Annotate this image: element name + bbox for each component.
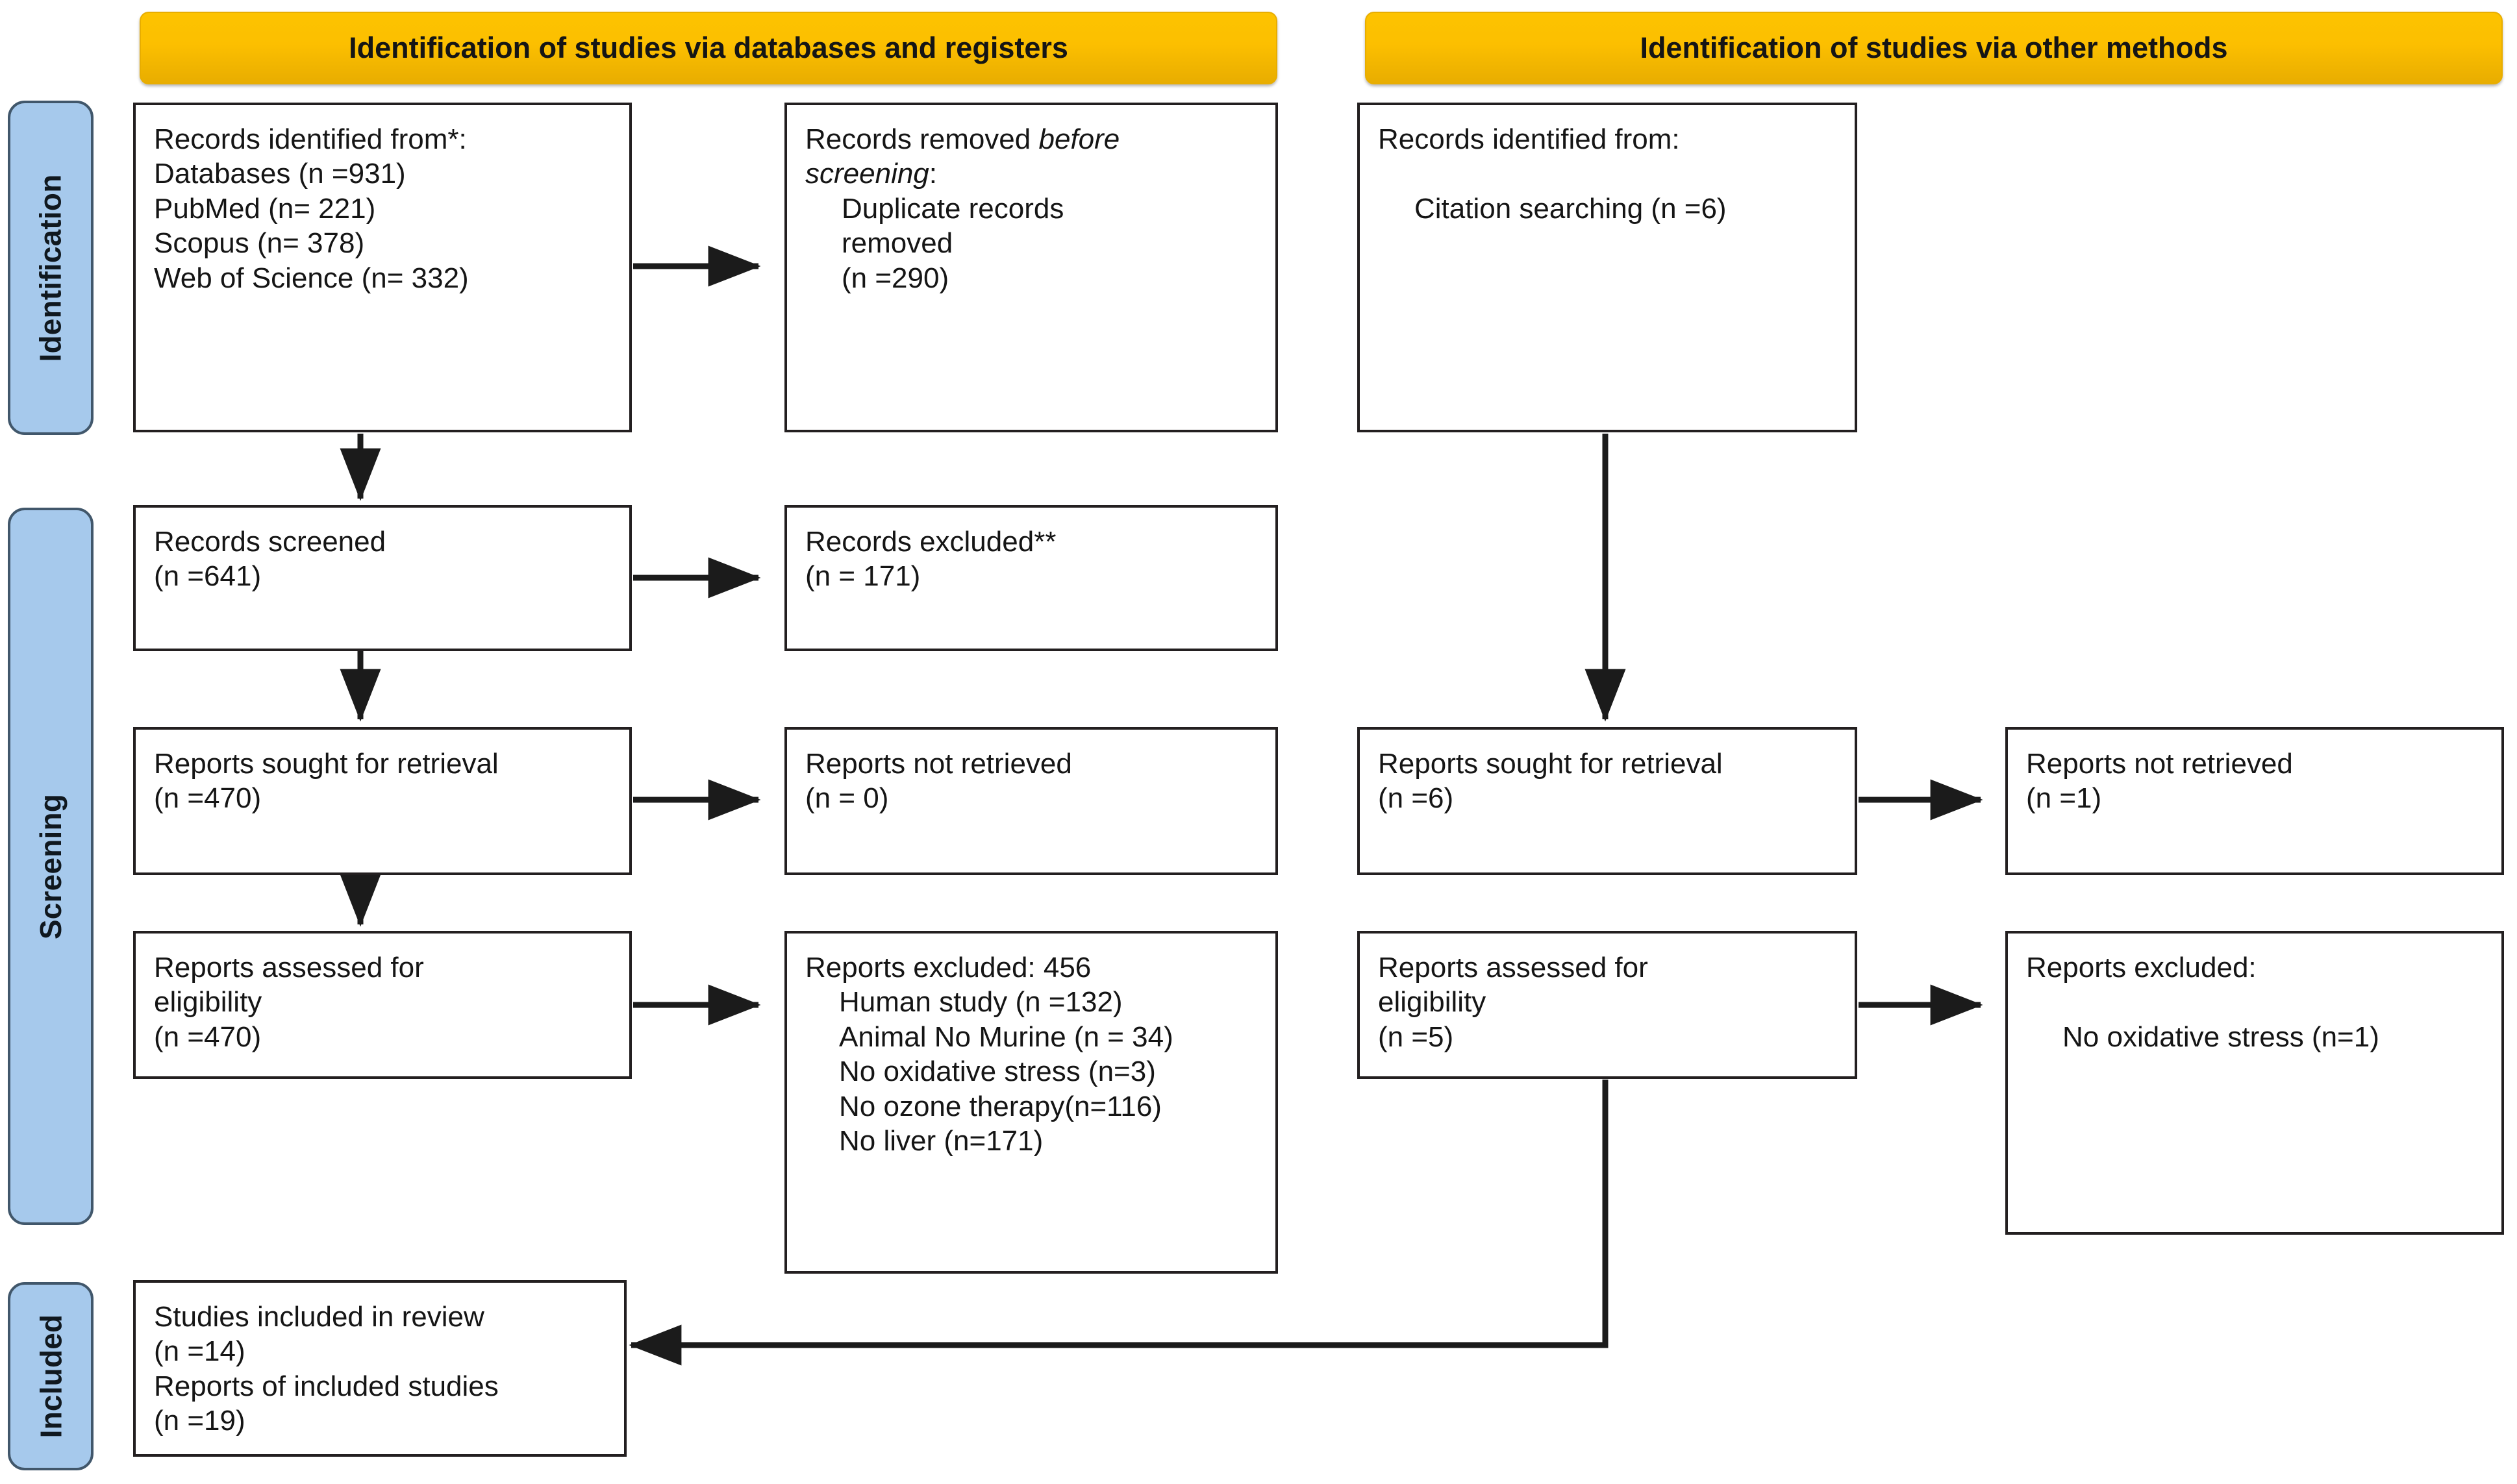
other-reports-excluded-spacer <box>2026 985 2483 1019</box>
records-removed-heading-line-1: Records removed before <box>805 122 1257 156</box>
records-excluded-line-2: (n = 171) <box>805 560 921 593</box>
banner-databases-and-registers: Identification of studies via databases … <box>140 12 1277 84</box>
box-reports-sought-databases: Reports sought for retrieval (n =470) <box>133 727 632 875</box>
reports-excluded-heading: Reports excluded: 456 <box>805 952 1092 983</box>
reports-excluded-reason-3: No oxidative stress (n=3) <box>839 1056 1156 1088</box>
box-records-excluded: Records excluded** (n = 171) <box>784 505 1278 651</box>
records-removed-line-1: Duplicate records <box>842 192 1064 225</box>
other-reports-sought-line-2: (n =6) <box>1378 782 1454 815</box>
banner-other-methods-label: Identification of studies via other meth… <box>1640 31 2228 64</box>
other-reports-excluded-reason-1: No oxidative stress (n=1) <box>2062 1020 2379 1053</box>
reports-sought-line-2: (n =470) <box>154 782 262 815</box>
box-reports-sought-other: Reports sought for retrieval (n =6) <box>1357 727 1857 875</box>
studies-included-line-1: Studies included in review <box>154 1301 484 1333</box>
reports-excluded-reason-1: Human study (n =132) <box>839 986 1123 1019</box>
other-not-retrieved-line-1: Reports not retrieved <box>2026 748 2293 780</box>
records-identified-line-3: PubMed (n= 221) <box>154 192 376 225</box>
reports-assessed-line-2: eligibility <box>154 986 262 1019</box>
phase-label-identification: Identification <box>34 173 68 362</box>
records-removed-heading-pre: Records removed <box>805 123 1039 155</box>
box-studies-included-in-review: Studies included in review (n =14) Repor… <box>133 1280 627 1457</box>
records-removed-line-3: (n =290) <box>842 262 949 294</box>
other-identified-spacer <box>1378 156 1836 191</box>
other-identified-citation: Citation searching (n =6) <box>1414 192 1727 225</box>
records-excluded-line-1: Records excluded** <box>805 526 1057 558</box>
reports-not-retrieved-line-1: Reports not retrieved <box>805 748 1072 780</box>
records-identified-line-5: Web of Science (n= 332) <box>154 262 469 294</box>
box-records-identified-other: Records identified from: Citation search… <box>1357 103 1857 432</box>
phase-band-screening: Screening <box>8 508 94 1225</box>
studies-included-line-3: Reports of included studies <box>154 1370 499 1402</box>
box-reports-not-retrieved-databases: Reports not retrieved (n = 0) <box>784 727 1278 875</box>
other-reports-assessed-line-3: (n =5) <box>1378 1020 1454 1053</box>
other-identified-line-1: Records identified from: <box>1378 123 1680 155</box>
reports-assessed-line-3: (n =470) <box>154 1020 262 1053</box>
phase-label-screening: Screening <box>34 793 68 939</box>
box-reports-assessed-databases: Reports assessed for eligibility (n =470… <box>133 931 632 1079</box>
studies-included-line-2: (n =14) <box>154 1335 245 1368</box>
records-removed-heading-em2: screening <box>805 158 929 190</box>
box-records-screened: Records screened (n =641) <box>133 505 632 651</box>
banner-other-methods: Identification of studies via other meth… <box>1365 12 2503 84</box>
phase-band-included: Included <box>8 1282 94 1470</box>
other-reports-assessed-line-1: Reports assessed for <box>1378 952 1648 983</box>
records-screened-line-1: Records screened <box>154 526 386 558</box>
studies-included-line-4: (n =19) <box>154 1405 245 1437</box>
box-records-removed-before-screening: Records removed before screening: Duplic… <box>784 103 1278 432</box>
phase-band-identification: Identification <box>8 101 94 435</box>
reports-excluded-reason-5: No liver (n=171) <box>839 1125 1044 1157</box>
reports-sought-line-1: Reports sought for retrieval <box>154 748 499 780</box>
reports-excluded-reason-2: Animal No Murine (n = 34) <box>839 1020 1173 1053</box>
records-screened-line-2: (n =641) <box>154 560 262 593</box>
box-reports-not-retrieved-other: Reports not retrieved (n =1) <box>2005 727 2504 875</box>
records-identified-line-2: Databases (n =931) <box>154 158 406 190</box>
records-removed-line-2: removed <box>842 227 953 260</box>
reports-excluded-reason-4: No ozone therapy(n=116) <box>839 1090 1162 1122</box>
reports-assessed-line-1: Reports assessed for <box>154 952 424 983</box>
banner-databases-label: Identification of studies via databases … <box>349 31 1068 64</box>
other-reports-assessed-line-2: eligibility <box>1378 986 1486 1019</box>
records-identified-line-1: Records identified from*: <box>154 123 467 155</box>
records-identified-line-4: Scopus (n= 378) <box>154 227 365 260</box>
box-reports-excluded-other: Reports excluded: No oxidative stress (n… <box>2005 931 2504 1235</box>
other-reports-excluded-heading: Reports excluded: <box>2026 952 2257 983</box>
box-reports-assessed-other: Reports assessed for eligibility (n =5) <box>1357 931 1857 1079</box>
records-removed-heading-line-2: screening: <box>805 156 1257 191</box>
other-reports-sought-line-1: Reports sought for retrieval <box>1378 748 1723 780</box>
box-records-identified-databases: Records identified from*: Databases (n =… <box>133 103 632 432</box>
records-removed-heading-em1: before <box>1038 123 1120 155</box>
reports-not-retrieved-line-2: (n = 0) <box>805 782 889 815</box>
phase-label-included: Included <box>34 1314 68 1439</box>
box-reports-excluded-databases: Reports excluded: 456 Human study (n =13… <box>784 931 1278 1274</box>
other-not-retrieved-line-2: (n =1) <box>2026 782 2102 815</box>
records-removed-heading-post: : <box>929 158 938 190</box>
